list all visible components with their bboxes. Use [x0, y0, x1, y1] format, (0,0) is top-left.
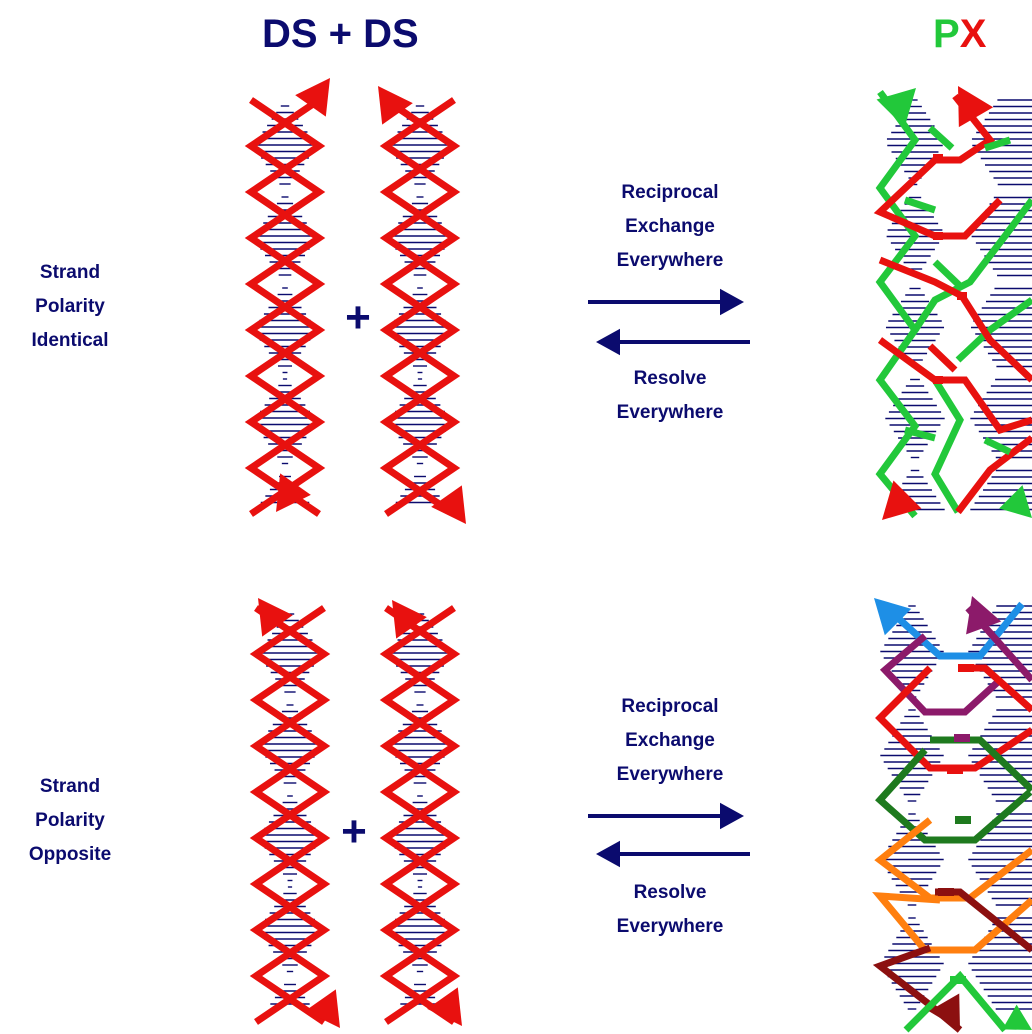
- strand-arrowhead: [431, 485, 466, 524]
- strand-arrowhead: [378, 86, 413, 125]
- crossover-mark: [933, 154, 943, 162]
- reaction-arrows-top: [588, 288, 750, 356]
- reciprocal-exchange-label-top: Reciprocal Exchange Everywhere: [570, 176, 770, 278]
- reverse-label-line: Everywhere: [616, 916, 724, 937]
- forward-label-line: Exchange: [625, 730, 715, 751]
- duplex-bottom-right: [379, 600, 462, 1026]
- side-label-line: Polarity: [35, 810, 105, 831]
- reaction-arrows-bottom: [588, 802, 750, 868]
- resolve-label-bottom: Resolve Everywhere: [570, 876, 770, 944]
- crossover-mark: [958, 664, 974, 672]
- plus-sign-top: +: [345, 293, 371, 342]
- title-px: PX: [933, 12, 1023, 56]
- crossover-mark: [933, 376, 943, 384]
- duplex-top-right: [378, 86, 466, 524]
- green-arrowhead: [1002, 1004, 1032, 1030]
- strand-stub: [932, 259, 963, 289]
- strand-arrowhead: [305, 989, 340, 1028]
- strand-a: [379, 97, 461, 517]
- strand-stub: [904, 426, 936, 442]
- strand-arrowhead: [427, 987, 462, 1026]
- duplex-bottom-left: [249, 598, 340, 1028]
- strand-stub: [983, 136, 1012, 152]
- side-label-line: Polarity: [35, 296, 105, 317]
- forward-label-line: Everywhere: [616, 250, 724, 271]
- title-ds-plus-ds: DS + DS: [262, 12, 419, 56]
- red-arrowhead: [958, 86, 994, 128]
- orange-strand: [872, 891, 1032, 954]
- red-strand: [875, 665, 1032, 772]
- crossover-mark: [938, 888, 954, 896]
- strand-arrowhead: [392, 600, 427, 639]
- resolve-label-top: Resolve Everywhere: [570, 362, 770, 430]
- strand-stub: [983, 436, 1012, 456]
- reverse-arrowhead: [596, 328, 620, 356]
- forward-label-line: Reciprocal: [621, 696, 719, 717]
- forward-label-line: Exchange: [625, 216, 715, 237]
- side-label-line: Opposite: [28, 844, 112, 865]
- crossover-mark: [933, 232, 943, 240]
- forward-label-line: Everywhere: [616, 764, 724, 785]
- purple-arrowhead: [966, 596, 1002, 635]
- strand-stub: [903, 196, 937, 214]
- strand-polarity-opposite-label: Strand Polarity Opposite: [0, 770, 140, 872]
- side-label-line: Strand: [39, 262, 101, 283]
- strand-a: [244, 97, 326, 517]
- green-strand: [955, 297, 1032, 363]
- plus-sign-bottom: +: [341, 807, 367, 856]
- reverse-label-line: Resolve: [633, 368, 707, 389]
- forward-label-line: Reciprocal: [621, 182, 719, 203]
- purple-strand: [879, 633, 1003, 716]
- strand-stub: [927, 125, 955, 151]
- strand-arrowhead: [258, 598, 293, 637]
- dark-green-strand: [875, 747, 1032, 844]
- px-molecule-top: [873, 86, 1032, 520]
- dark-green-strand: [930, 736, 1032, 793]
- reverse-arrowhead: [596, 840, 620, 868]
- green-arrowhead: [876, 88, 916, 128]
- strand-stub: [927, 343, 958, 373]
- red-strand: [877, 337, 1032, 435]
- strand-arrowhead: [295, 78, 330, 117]
- strand-a: [379, 605, 461, 1025]
- crossover-mark: [950, 976, 966, 984]
- blue-arrowhead: [874, 598, 912, 636]
- crossover-mark: [957, 292, 967, 300]
- red-strand: [873, 93, 1003, 240]
- forward-arrowhead: [720, 288, 744, 316]
- maroon-arrowhead: [928, 993, 960, 1030]
- crossover-mark: [947, 766, 963, 774]
- crossover-mark: [954, 734, 970, 742]
- duplex-top-left: [244, 78, 330, 517]
- reverse-label-line: Everywhere: [616, 402, 724, 423]
- title-px-x: X: [959, 12, 987, 56]
- strand-arrowhead: [276, 473, 311, 512]
- green-strand: [931, 378, 964, 514]
- green-arrowhead: [999, 485, 1032, 518]
- red-arrowhead: [882, 480, 922, 520]
- reciprocal-exchange-label-bottom: Reciprocal Exchange Everywhere: [570, 690, 770, 792]
- title-px-p: P: [933, 12, 960, 56]
- strand-a: [249, 605, 331, 1025]
- red-strand: [955, 435, 1032, 515]
- forward-arrowhead: [720, 802, 744, 830]
- side-label-line: Identical: [31, 330, 109, 351]
- px-molecule-bottom: [872, 596, 1032, 1033]
- strand-polarity-identical-label: Strand Polarity Identical: [0, 256, 140, 358]
- crossover-mark: [955, 816, 971, 824]
- green-strand: [912, 197, 1032, 332]
- reverse-label-line: Resolve: [633, 882, 707, 903]
- side-label-line: Strand: [39, 776, 101, 797]
- green-strand: [875, 89, 920, 519]
